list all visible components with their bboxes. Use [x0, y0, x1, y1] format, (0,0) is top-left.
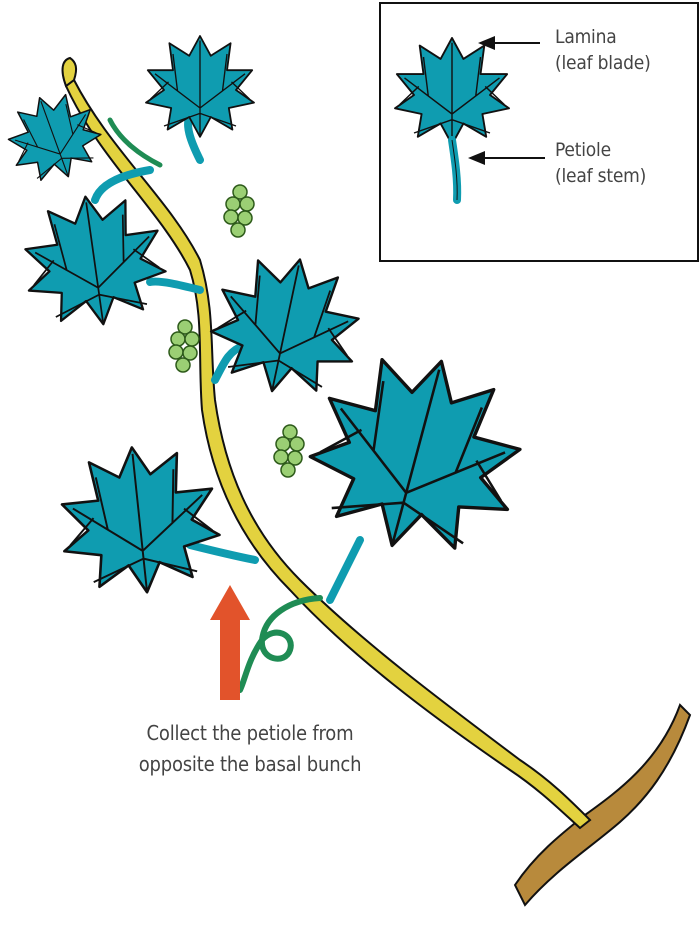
tendril [240, 598, 320, 690]
bunch-upper [224, 185, 254, 237]
leaf-lower-left [54, 439, 224, 600]
lamina-label-line1: Lamina [555, 24, 651, 50]
leaf-lower-right [294, 335, 540, 572]
caption-line1: Collect the petiole from [80, 718, 420, 749]
leaf-middle [202, 245, 371, 406]
bunch-basal [274, 425, 304, 477]
cane [515, 705, 690, 905]
leaf-upper-left [0, 82, 111, 192]
leaf-top [146, 36, 254, 137]
caption: Collect the petiole from opposite the ba… [80, 718, 420, 780]
lamina-label-line2: (leaf blade) [555, 50, 651, 76]
bunch-middle [169, 320, 199, 372]
lamina-label: Lamina (leaf blade) [555, 24, 651, 76]
caption-line2: opposite the basal bunch [80, 749, 420, 780]
petiole-label-line1: Petiole [555, 137, 646, 163]
petiole-label: Petiole (leaf stem) [555, 137, 646, 189]
petiole-label-line2: (leaf stem) [555, 163, 646, 189]
